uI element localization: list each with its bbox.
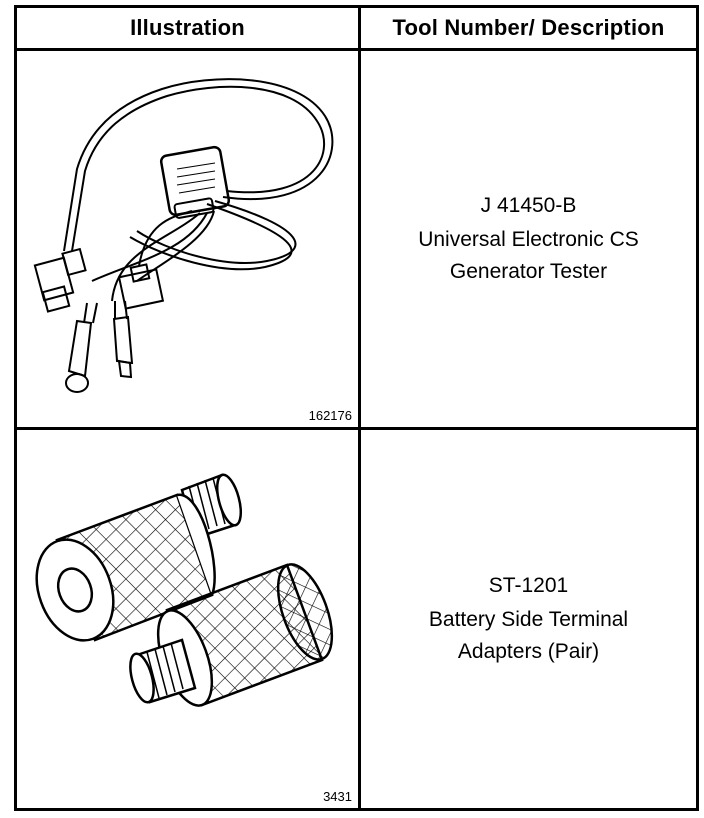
tool-description-line: Battery Side Terminal — [428, 608, 629, 631]
table-header-row: Illustration Tool Number/ Description — [14, 5, 699, 51]
battery-side-terminal-adapter-icon — [35, 473, 334, 707]
tool-description-line: Universal Electronic CS — [418, 228, 639, 251]
tool-description-cell: J 41450-B Universal Electronic CS Genera… — [358, 48, 699, 430]
tool-description-line: Generator Tester — [449, 260, 608, 283]
tool-description-cell: ST-1201 Battery Side Terminal Adapters (… — [358, 427, 699, 811]
figure-number: 3431 — [323, 789, 352, 804]
header-tool-description: Tool Number/ Description — [358, 5, 699, 51]
tool-number: ST-1201 — [488, 574, 569, 597]
table-row: 3431 ST-1201 Battery Side Terminal Adapt… — [14, 427, 699, 811]
tool-table: Illustration Tool Number/ Description — [14, 5, 699, 811]
figure-number: 162176 — [308, 408, 352, 423]
illustration-cell: 162176 — [14, 48, 361, 430]
header-illustration: Illustration — [14, 5, 361, 51]
tool-description-line: Adapters (Pair) — [457, 640, 600, 663]
tool-number: J 41450-B — [480, 194, 577, 217]
illustration-cell: 3431 — [14, 427, 361, 811]
table-row: 162176 J 41450-B Universal Electronic CS… — [14, 48, 699, 430]
cs-generator-tester-icon — [33, 78, 334, 393]
